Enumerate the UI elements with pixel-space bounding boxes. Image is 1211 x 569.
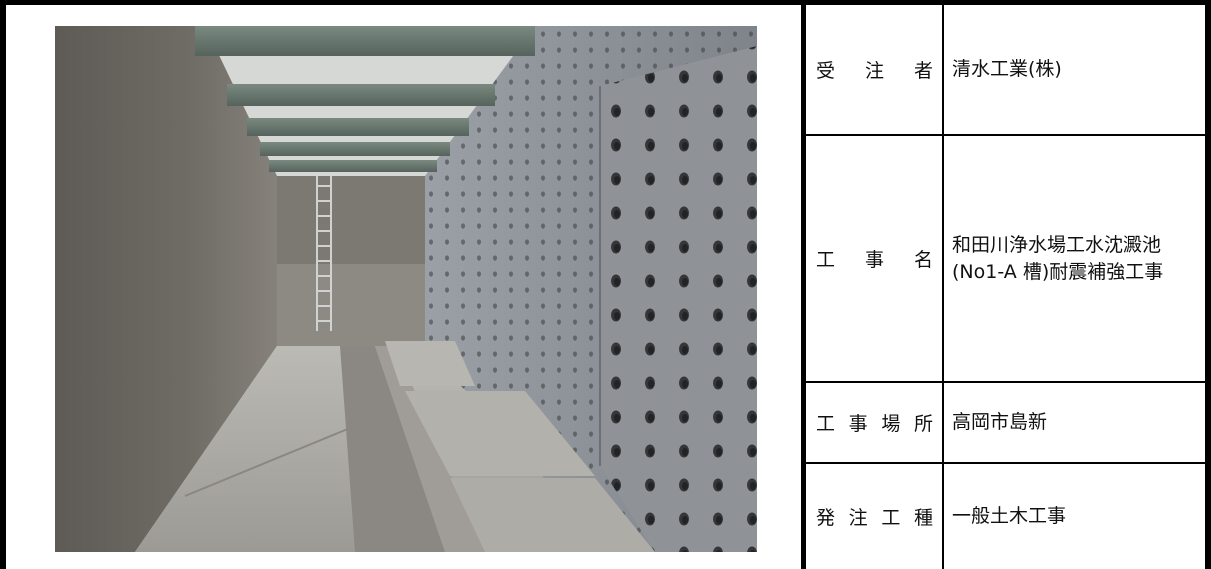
- frame-middle-border: [801, 0, 806, 569]
- table-row-divider: [806, 381, 1205, 383]
- label-char: 種: [913, 507, 933, 529]
- label-char: 注: [848, 507, 868, 529]
- concrete-tank-photo-icon: [55, 26, 757, 552]
- label-char: 名: [913, 249, 933, 271]
- label-char: 所: [913, 413, 933, 435]
- label-char: 発: [816, 507, 836, 529]
- label-work-type: 発注工種: [806, 464, 942, 569]
- table-column-divider: [942, 0, 944, 569]
- label-project-location-text: 工事場所: [816, 409, 933, 436]
- table-row-divider: [806, 462, 1205, 464]
- value-project-location: 高岡市島新: [952, 411, 1048, 433]
- label-char: 事: [848, 413, 868, 435]
- label-project-name: 工事名: [806, 136, 942, 381]
- label-char: 工: [816, 249, 836, 271]
- frame-top-border: [0, 0, 1211, 5]
- label-char: 工: [881, 507, 901, 529]
- label-char: 工: [816, 413, 836, 435]
- label-char: 場: [881, 413, 901, 435]
- label-contractor-text: 受注者: [816, 56, 933, 83]
- label-char: 者: [913, 60, 933, 82]
- frame-right-border: [1205, 0, 1211, 569]
- frame-left-border: [0, 0, 6, 569]
- label-char: 事: [864, 249, 884, 271]
- value-project-name: 和田川浄水場工水沈澱池(No1-A 槽)耐震補強工事: [952, 233, 1164, 283]
- value-contractor: 清水工業(株): [952, 58, 1062, 80]
- label-work-type-text: 発注工種: [816, 503, 933, 530]
- value-work-type: 一般土木工事: [952, 505, 1067, 527]
- label-project-name-text: 工事名: [816, 245, 933, 272]
- concrete-tank-photo: [55, 26, 757, 552]
- table-row-divider: [806, 134, 1205, 136]
- label-char: 受: [816, 60, 836, 82]
- label-project-location: 工事場所: [806, 383, 942, 462]
- label-contractor: 受注者: [806, 5, 942, 134]
- label-char: 注: [864, 60, 884, 82]
